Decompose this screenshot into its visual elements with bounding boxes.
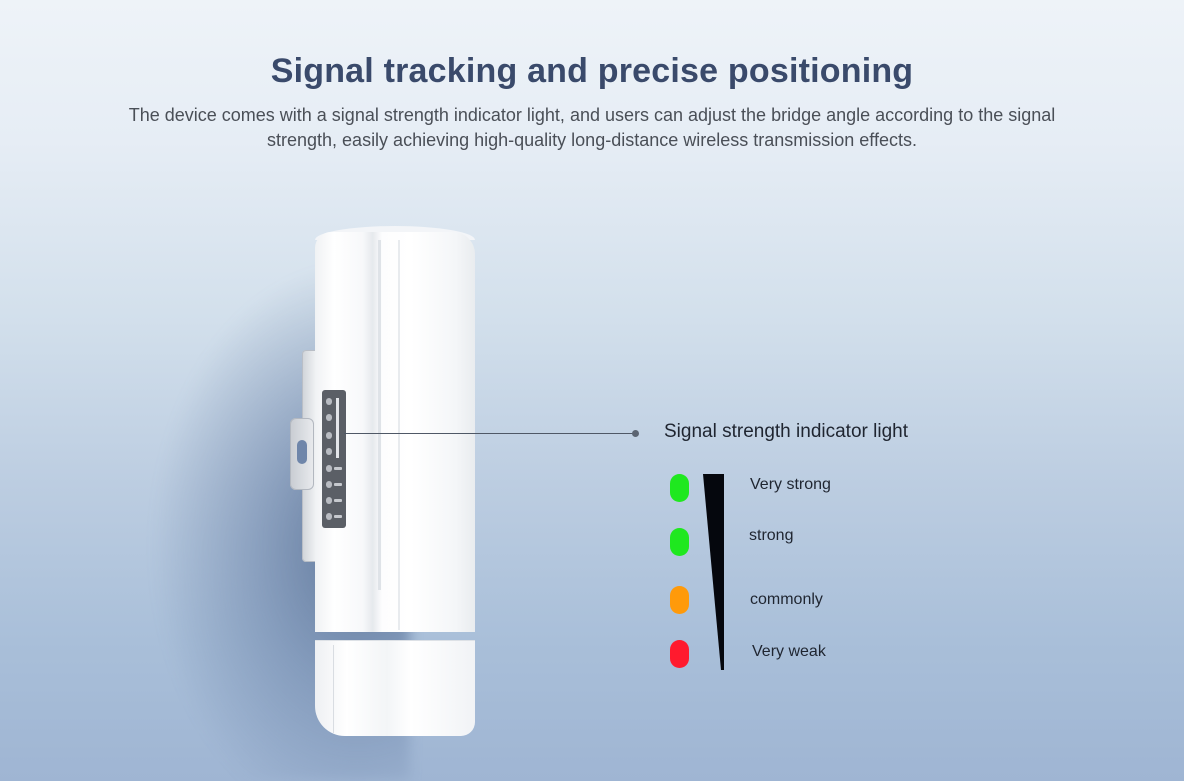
device-seam [333,645,334,733]
legend-label-very-weak: Very weak [752,643,826,660]
wifi-icon [334,467,342,470]
led-dot [326,513,332,520]
led-dot [326,481,332,488]
keyhole-slot [297,440,307,464]
led-dot [326,465,332,472]
lan-icon [334,483,342,486]
page-title: Signal tracking and precise positioning [270,52,914,90]
led-dot [326,448,332,455]
led-very-weak-icon [670,640,689,668]
callout-dot [632,430,639,437]
power-icon [334,515,342,518]
callout-line [344,433,636,434]
callout-label: Signal strength indicator light [664,421,908,442]
legend-label-commonly: commonly [750,591,823,608]
signal-bar [336,398,339,458]
led-dot [326,497,332,504]
device-groove [398,240,400,630]
led-commonly-icon [670,586,689,614]
led-dot [326,414,332,421]
legend-label-very-strong: Very strong [750,476,831,493]
led-indicator-panel [322,390,346,528]
device-bottom-cover [315,640,475,736]
led-strong-icon [670,528,689,556]
device-groove [378,240,381,590]
page-subtitle: The device comes with a signal strength … [128,105,1056,150]
legend-label-strong: strong [749,527,794,544]
led-very-strong-icon [670,474,689,502]
signal-strength-wedge-icon [703,474,724,670]
wan-icon [334,499,342,502]
led-dot [326,432,332,439]
led-dot [326,398,332,405]
